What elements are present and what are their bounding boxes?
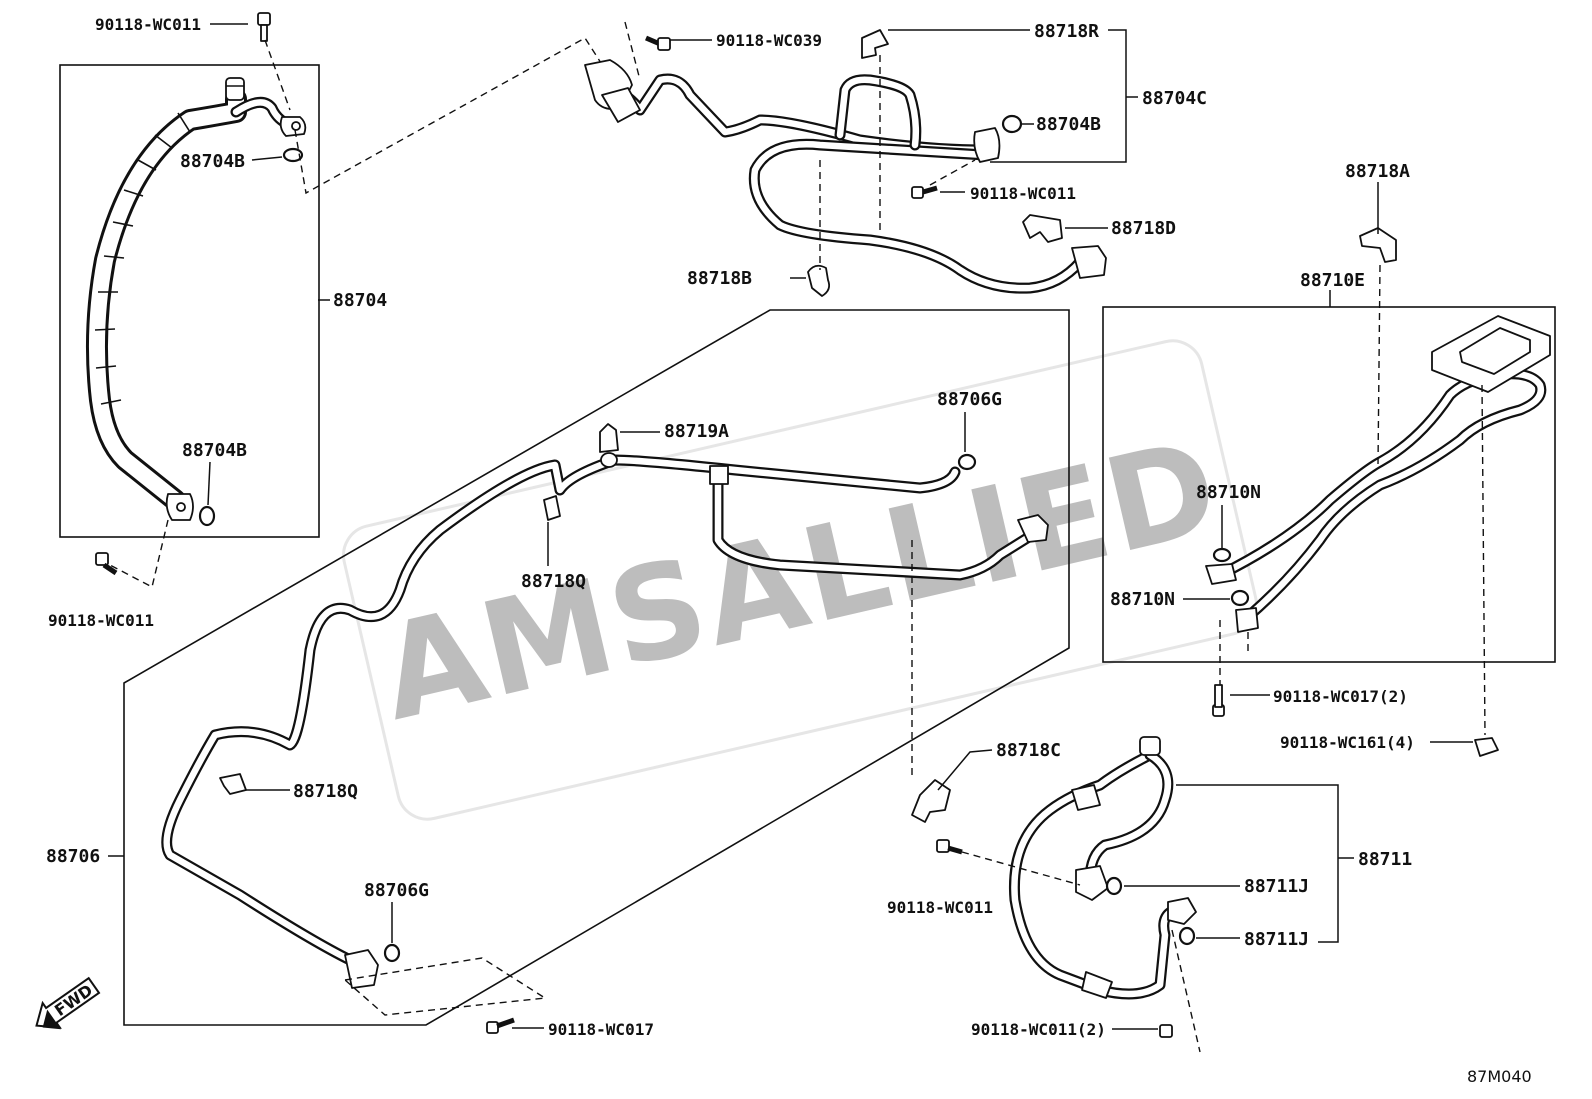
callout-88710n-bottom: 88710N [1110, 589, 1175, 610]
callout-90118-wc039: 90118-WC039 [716, 31, 822, 50]
callout-88719a: 88719A [664, 421, 729, 442]
callout-90118-wc011-mid: 90118-WC011 [887, 898, 993, 917]
callout-88706: 88706 [46, 846, 100, 867]
bolt-90118-wc011-bottom-left [95, 552, 118, 576]
watermark: AMSALLIED [342, 339, 1258, 821]
callout-90118-wc161-4: 90118-WC161(4) [1280, 733, 1415, 752]
callout-88718q-top: 88718Q [521, 571, 586, 592]
hose-assembly-88704 [59, 64, 320, 538]
forward-direction-arrow: FWD [35, 976, 101, 1030]
callout-88706g-bottom: 88706G [364, 880, 429, 901]
bolt-90118-wc011-top-left [257, 12, 271, 42]
callout-88704b-bottom: 88704B [182, 440, 247, 461]
callout-90118-wc011-2: 90118-WC011(2) [971, 1020, 1106, 1039]
callout-88718q-left: 88718Q [293, 781, 358, 802]
bolt-90118-wc039 [645, 35, 671, 51]
callout-88704b-right: 88704B [1036, 114, 1101, 135]
callout-88711j-bottom: 88711J [1244, 929, 1309, 950]
callout-88711: 88711 [1358, 849, 1412, 870]
callout-88704b-top: 88704B [180, 151, 245, 172]
bolt-90118-wc011-2 [1159, 1024, 1173, 1038]
callout-88718a: 88718A [1345, 161, 1410, 182]
callout-88718r: 88718R [1034, 21, 1099, 42]
bolt-90118-wc011-mid [936, 839, 963, 855]
callout-88711j-top: 88711J [1244, 876, 1309, 897]
callout-88704c: 88704C [1142, 88, 1207, 109]
diagram-reference-code: 87M040 [1467, 1067, 1532, 1086]
o-ring-88704b-right [1001, 114, 1023, 134]
o-ring-88711j-top [1105, 876, 1123, 896]
fwd-label: FWD [51, 981, 96, 1021]
callout-90118-wc011-bottom-left: 90118-WC011 [48, 611, 154, 630]
pipe-assembly-88710e [1102, 227, 1556, 757]
pipe-assembly-88706 [123, 309, 1070, 1026]
callout-90118-wc011-top-left: 90118-WC011 [95, 15, 201, 34]
callout-88718d: 88718D [1111, 218, 1176, 239]
o-ring-88704b-top [282, 147, 304, 163]
bolt-90118-wc011-center [911, 185, 938, 199]
o-ring-88706g-top [957, 453, 977, 471]
bolt-90118-wc017-bottom [486, 1017, 515, 1034]
callout-88704: 88704 [333, 290, 387, 311]
o-ring-88710n-top [1212, 547, 1232, 563]
pipe-assembly-88704c [584, 29, 1107, 297]
o-ring-88710n-bottom [1230, 589, 1250, 607]
callout-90118-wc017-2: 90118-WC017(2) [1273, 687, 1408, 706]
o-ring-88706g-bottom [383, 943, 401, 963]
clip-88718q-left [219, 773, 247, 795]
callout-88718c: 88718C [996, 740, 1061, 761]
callout-88718b: 88718B [687, 268, 752, 289]
clip-88718q-top [543, 495, 561, 521]
leader-lines [108, 23, 1473, 1030]
callout-88710n-top: 88710N [1196, 482, 1261, 503]
callout-88710e: 88710E [1300, 270, 1365, 291]
callout-88706g-top: 88706G [937, 389, 1002, 410]
hose-assembly-88711 [911, 736, 1197, 1000]
o-ring-88704b-bottom [198, 505, 216, 527]
callout-90118-wc017: 90118-WC017 [548, 1020, 654, 1039]
callout-90118-wc011-center: 90118-WC011 [970, 184, 1076, 203]
callout-labels: 90118-WC011 88704B 88704B 88704 90118-WC… [46, 15, 1415, 1039]
o-ring-88711j-bottom [1178, 926, 1196, 946]
